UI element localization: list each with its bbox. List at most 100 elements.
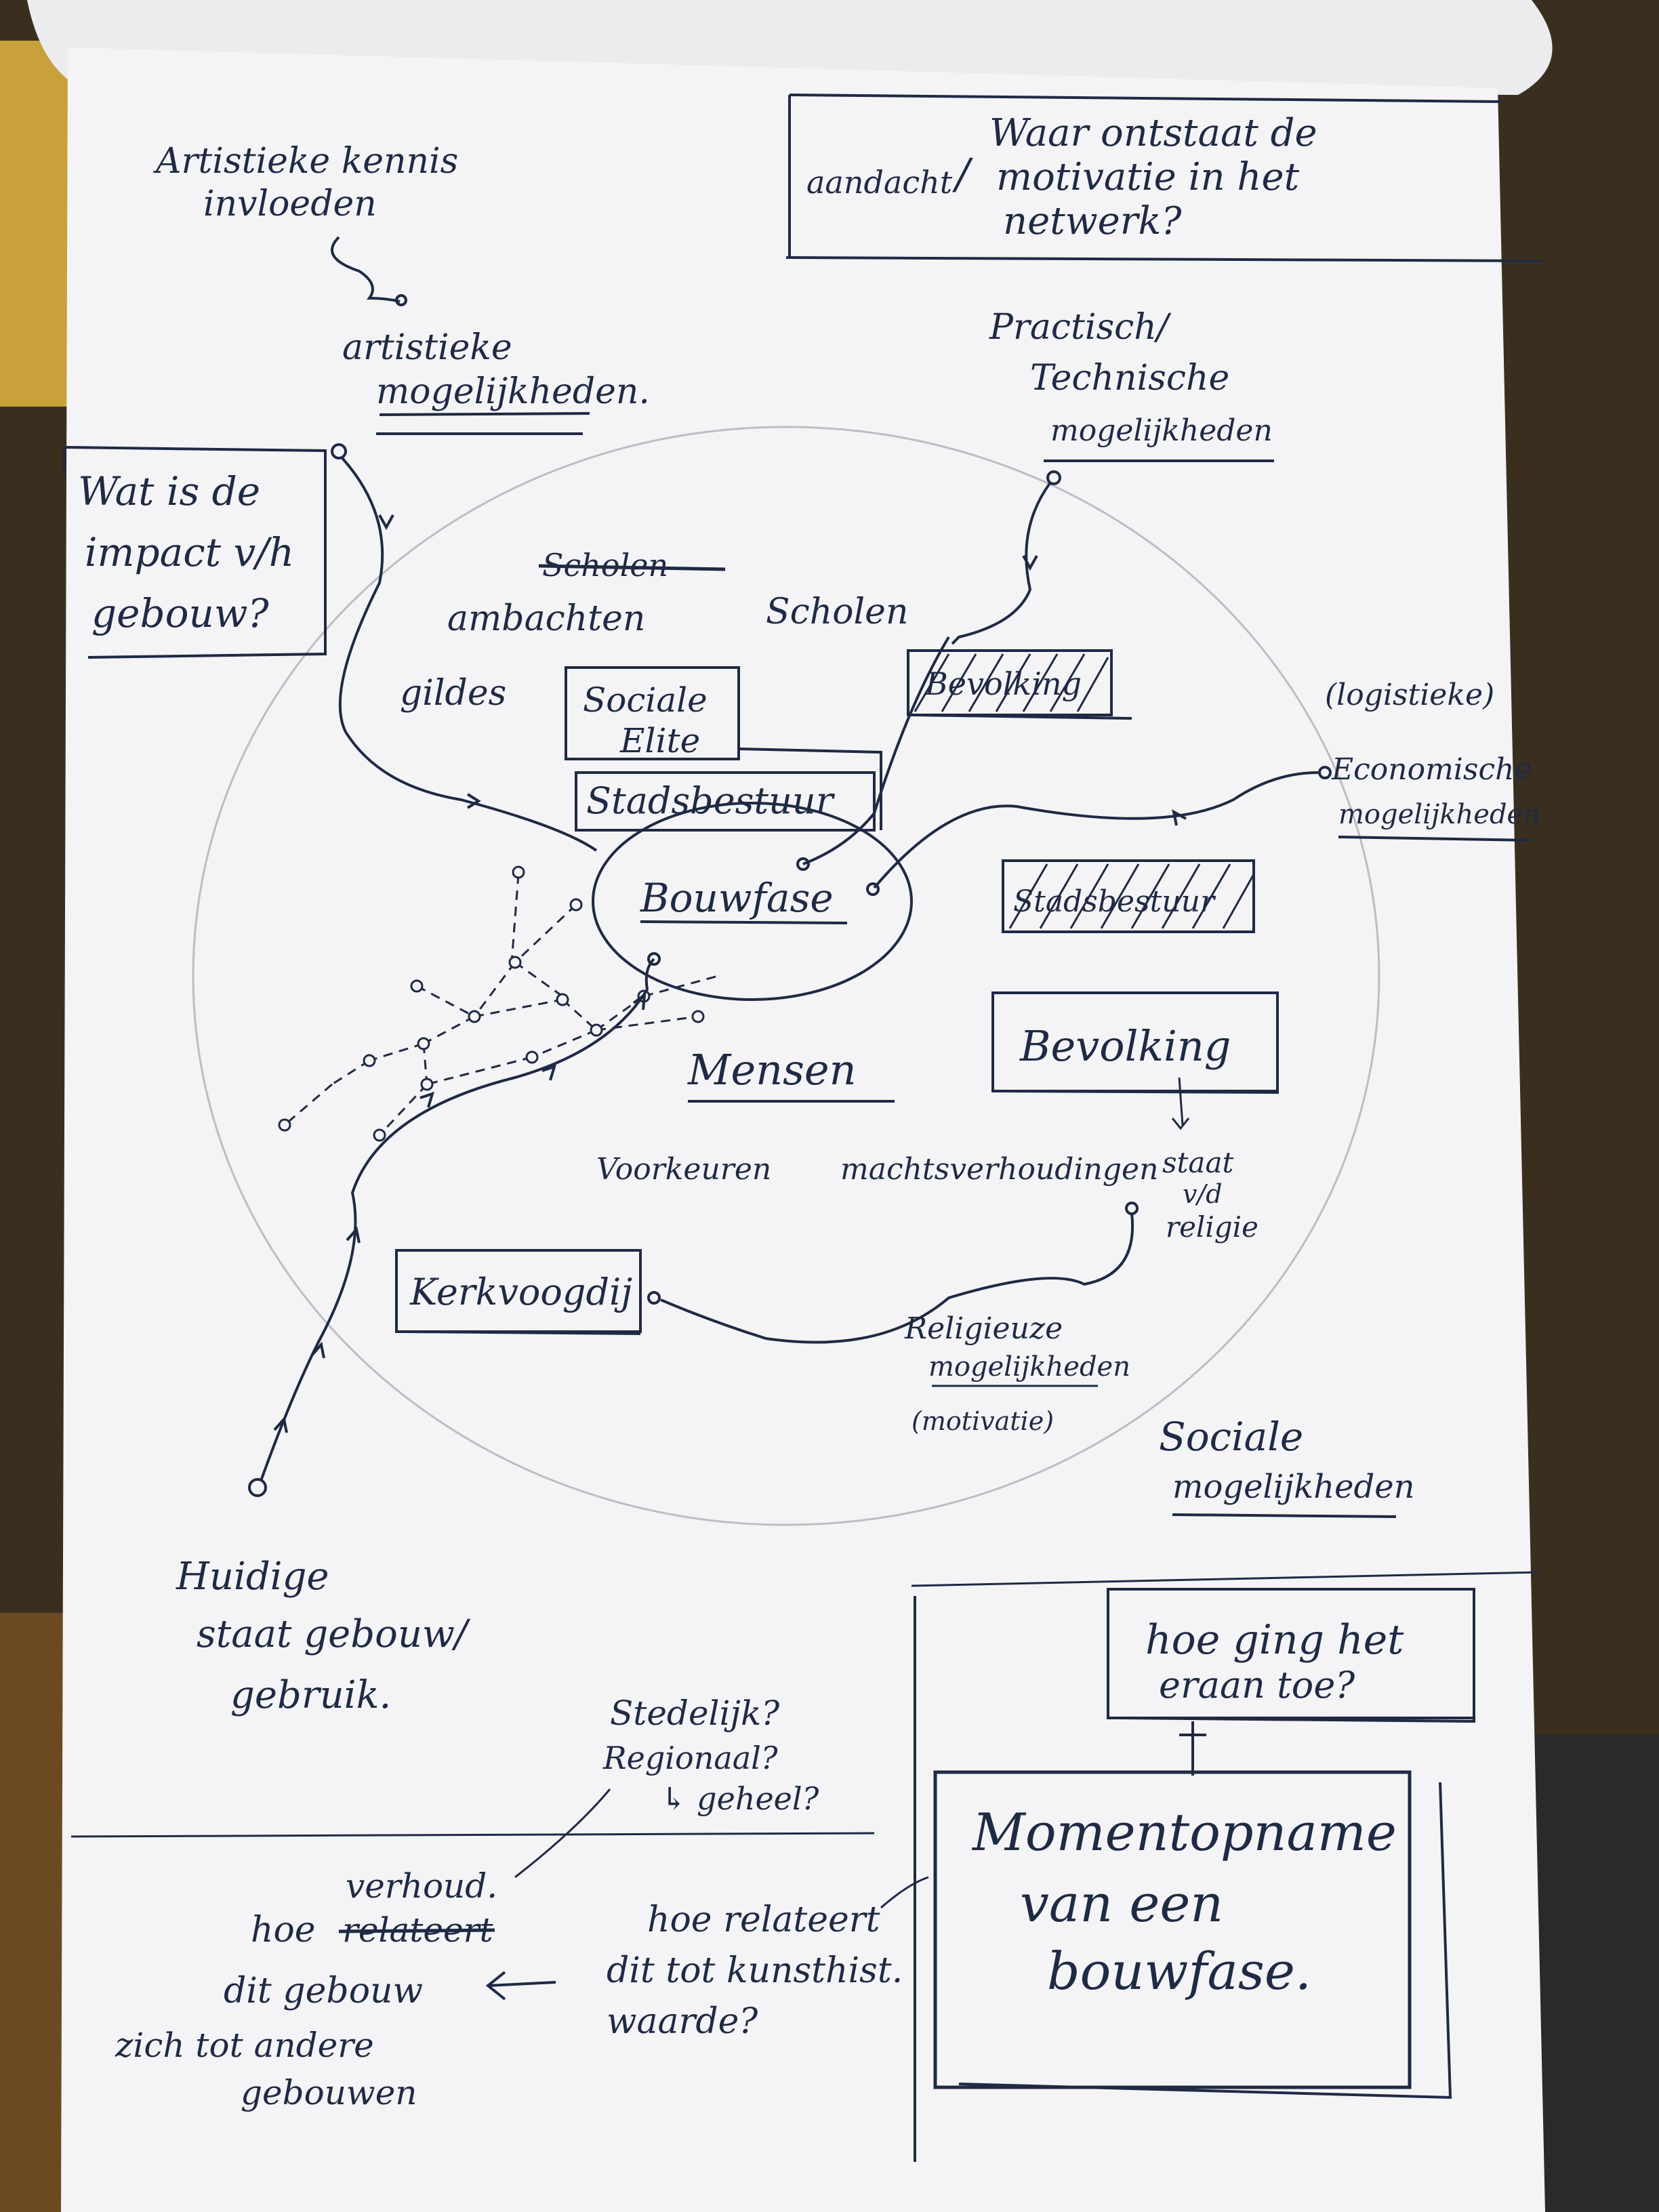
person-node <box>691 1010 705 1023</box>
influence-node <box>395 294 407 306</box>
artistic-node <box>331 443 347 459</box>
main-question: Waar ontstaat de motivatie in het netwer… <box>989 111 1317 243</box>
gildes-label: gildes <box>400 673 506 714</box>
impact-box <box>63 446 327 659</box>
impact-line-1: Wat is de <box>78 468 260 514</box>
kerkvoogdij-node <box>647 1291 661 1305</box>
influence-squiggle <box>331 236 401 303</box>
person-node <box>373 1128 386 1142</box>
bevolking-label: Bevolking <box>1019 1021 1231 1071</box>
bouwfase-ellipse <box>592 802 913 1001</box>
person-node <box>508 956 522 969</box>
verhoud-line-2: zich tot andere <box>115 2026 374 2065</box>
kunst-line-3: waarde? <box>607 2001 758 2042</box>
bouwfase-label: Bouwfase <box>640 875 834 921</box>
economic-arrow <box>873 771 1319 889</box>
current-state-arrowheads <box>273 991 647 1433</box>
artistic-label: artistieke <box>342 327 512 368</box>
stadsbestuur-struck-box: Stadsbestuur <box>1002 859 1255 933</box>
verhoud-line-1: dit gebouw <box>224 1971 423 2011</box>
practical-node <box>1046 470 1061 485</box>
moment-line-3: bouwfase. <box>1047 1941 1311 2001</box>
artistic-arrowhead-1 <box>378 514 394 531</box>
economic-arrowhead <box>1172 809 1187 826</box>
kunst-connector <box>880 1876 929 1909</box>
staat-line-2: v/d <box>1183 1179 1223 1209</box>
bevolking-struck-box: Bevolking <box>907 649 1132 720</box>
current-state-arrow <box>260 958 655 1481</box>
current-state-line-1: Huidige <box>176 1555 329 1599</box>
bouwfase-underline <box>640 920 848 924</box>
stedelijk-connector <box>514 1788 611 1879</box>
person-node <box>420 1078 434 1091</box>
hoe-ging-line-1: hoe ging het <box>1145 1616 1404 1664</box>
elite-label: Elite <box>619 721 700 760</box>
person-node <box>278 1118 291 1132</box>
person-node <box>569 898 583 912</box>
stadsbestuur-box <box>575 771 876 832</box>
ambachten-label: ambachten <box>447 598 645 639</box>
stedelijk-line-1: Stedelijk? <box>610 1694 780 1733</box>
practical-arrowhead <box>1022 555 1038 571</box>
economic-line-1: (logistieke) <box>1325 678 1494 712</box>
verhoud-strikeline <box>338 1928 495 1933</box>
practical-arrow <box>951 481 1052 645</box>
kerkvoogdij-underline <box>406 1330 641 1335</box>
right-panel-top <box>911 1571 1539 1587</box>
kunst-line-1: hoe relateert <box>647 1900 880 1940</box>
machtsverhoudingen-label: machtsverhoudingen <box>840 1152 1158 1187</box>
current-state-node <box>248 1478 267 1497</box>
moment-line-1: Momentopname <box>971 1802 1397 1862</box>
practical-line-3: mogelijkheden <box>1050 413 1273 448</box>
person-node <box>363 1054 376 1067</box>
bevolking-box-shadow <box>1006 993 1279 1094</box>
economic-line-2: Economische <box>1331 752 1532 787</box>
aandacht-label: aandacht <box>806 164 953 201</box>
stedelijk-line-2: Regionaal? <box>602 1740 778 1776</box>
artistic-knowledge-label: Artistieke kennis <box>153 141 458 182</box>
impact-line-3: gebouw? <box>91 590 269 636</box>
practical-line-2: Technische <box>1030 358 1229 398</box>
current-state-line-2: staat gebouw/ <box>197 1612 471 1656</box>
aandacht-slash: / <box>952 149 973 199</box>
people-network <box>284 874 719 1136</box>
stedelijk-line-3: ↳ geheel? <box>661 1780 819 1817</box>
religion-node <box>1125 1202 1139 1215</box>
artistic-arrow <box>338 457 598 852</box>
question-line-3: netwerk? <box>1003 199 1182 243</box>
impact-line-2: impact v/h <box>85 529 294 575</box>
header-box <box>785 94 1542 262</box>
poster-edge <box>0 41 68 407</box>
artistic-possibilities-label: mogelijkheden. <box>376 371 650 412</box>
verhoud-hoe: hoe <box>251 1910 316 1950</box>
religious-line-1: Religieuze <box>904 1311 1063 1346</box>
mensen-label: Mensen <box>687 1045 857 1094</box>
person-node <box>512 865 525 879</box>
network-circle <box>192 426 1380 1526</box>
kerkvoogdij-label: Kerkvoogdij <box>409 1271 632 1313</box>
artistic-underline-1 <box>379 412 590 416</box>
religion-connector <box>660 1212 1134 1344</box>
economic-node <box>1318 766 1332 779</box>
person-node <box>556 993 569 1006</box>
moment-shadow <box>958 1782 1452 2100</box>
scholen-strikeline <box>538 564 726 571</box>
stadsbestuur-struck-label: Stadsbestuur <box>1013 884 1216 919</box>
artistic-arrowhead-2 <box>466 793 481 809</box>
person-node <box>590 1023 603 1037</box>
practical-line-1: Practisch/ <box>989 307 1172 348</box>
moment-line-2: van een <box>1020 1873 1223 1933</box>
current-state-end-node <box>647 952 661 966</box>
kunst-line-2: dit tot kunsthist. <box>607 1950 903 1991</box>
verhoud-inserted: verhoud. <box>346 1866 497 1906</box>
hoe-ging-connector <box>1179 1721 1206 1776</box>
question-line-2: motivatie in het <box>996 155 1300 199</box>
current-state-line-3: gebruik. <box>230 1673 391 1717</box>
economic-underline <box>1338 836 1532 842</box>
person-node <box>468 1010 481 1023</box>
stadsbestuur-label: Stadsbestuur <box>586 779 836 822</box>
economic-end-node <box>866 882 880 896</box>
voorkeuren-label: Voorkeuren <box>596 1152 771 1187</box>
